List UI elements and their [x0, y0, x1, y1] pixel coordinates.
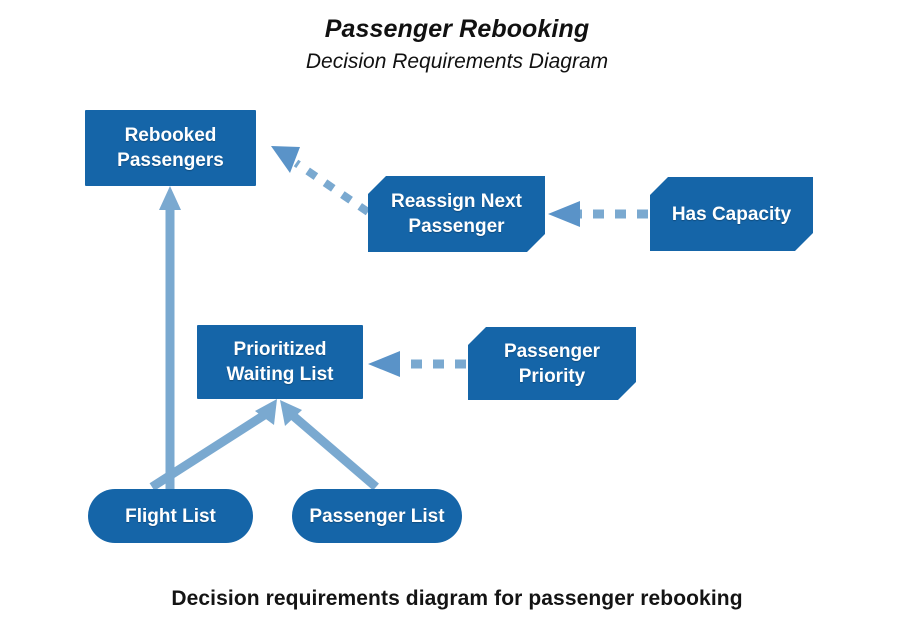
edge-passenger-list-to-prioritized-waiting-list	[280, 400, 379, 491]
node-passenger-priority[interactable]: Passenger Priority	[468, 327, 636, 400]
node-label-passenger-priority: Passenger Priority	[503, 340, 601, 387]
node-passenger-list[interactable]: Passenger List	[292, 489, 462, 543]
node-label-flight-list: Flight List	[125, 505, 216, 527]
node-rebooked-passengers[interactable]: Rebooked Passengers	[85, 110, 256, 186]
edge-passenger-priority-to-prioritized-waiting-list	[368, 351, 466, 377]
node-has-capacity[interactable]: Has Capacity	[650, 177, 813, 251]
node-label-prioritized-waiting-list: Prioritized Waiting List	[226, 339, 334, 385]
node-prioritized-waiting-list[interactable]: Prioritized Waiting List	[197, 325, 363, 399]
node-label-reassign-next-passenger: Reassign Next Passenger	[391, 191, 522, 237]
node-reassign-next-passenger[interactable]: Reassign Next Passenger	[368, 176, 545, 252]
edge-reassign-next-passenger-to-rebooked-passengers	[271, 146, 371, 216]
diagram-caption: Decision requirements diagram for passen…	[171, 587, 743, 610]
edge-flight-list-to-rebooked-passengers	[159, 186, 181, 489]
node-label-passenger-list: Passenger List	[309, 505, 445, 527]
edge-flight-list-to-prioritized-waiting-list	[149, 399, 277, 491]
node-label-rebooked-passengers: Rebooked Passengers	[117, 125, 224, 171]
node-label-has-capacity: Has Capacity	[671, 203, 792, 225]
node-flight-list[interactable]: Flight List	[88, 489, 253, 543]
edge-has-capacity-to-reassign-next-passenger	[548, 201, 648, 227]
